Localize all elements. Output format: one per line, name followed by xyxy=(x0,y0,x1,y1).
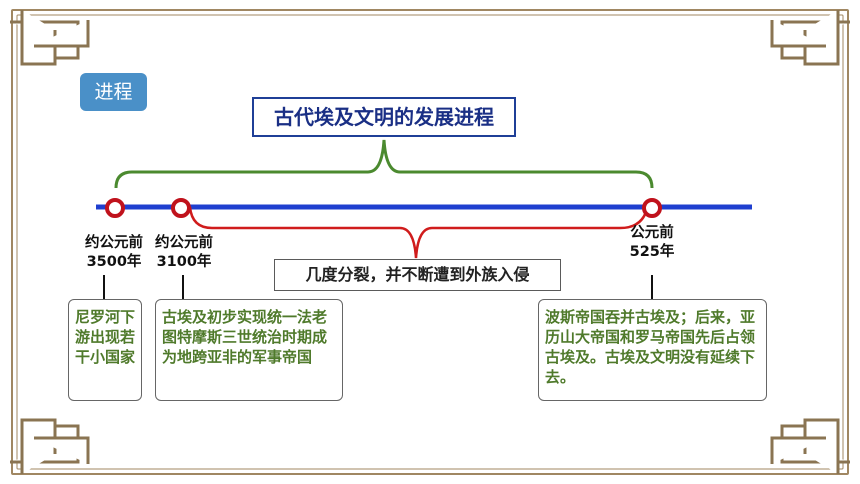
timeline-marker-1 xyxy=(105,198,125,218)
date-3-line1: 公元前 xyxy=(630,225,674,241)
period-caption: 几度分裂，并不断遭到外族入侵 xyxy=(274,259,561,291)
diagram-title: 古代埃及文明的发展进程 xyxy=(252,97,516,137)
section-tag: 进程 xyxy=(80,73,147,111)
date-label-2: 约公元前 3100年 xyxy=(148,234,220,272)
corner-ornaments xyxy=(10,10,850,474)
date-label-3: 公元前 525年 xyxy=(616,224,688,262)
green-bracket xyxy=(114,139,654,189)
date-1-line2: 3500年 xyxy=(86,254,142,270)
red-bracket xyxy=(188,206,648,259)
event-box-3: 波斯帝国吞并古埃及；后来，亚历山大帝国和罗马帝国先后占领古埃及。古埃及文明没有延… xyxy=(538,299,767,401)
date-2-line1: 约公元前 xyxy=(155,235,213,251)
date-label-1: 约公元前 3500年 xyxy=(78,234,150,272)
event-box-2: 古埃及初步实现统一法老图特摩斯三世统治时期成为地跨亚非的军事帝国 xyxy=(155,299,343,401)
timeline-marker-3 xyxy=(642,198,662,218)
event-box-1: 尼罗河下游出现若干小国家 xyxy=(68,299,142,401)
date-3-line2: 525年 xyxy=(629,244,675,260)
timeline-marker-2 xyxy=(171,198,191,218)
date-2-line2: 3100年 xyxy=(156,254,212,270)
date-1-line1: 约公元前 xyxy=(85,235,143,251)
